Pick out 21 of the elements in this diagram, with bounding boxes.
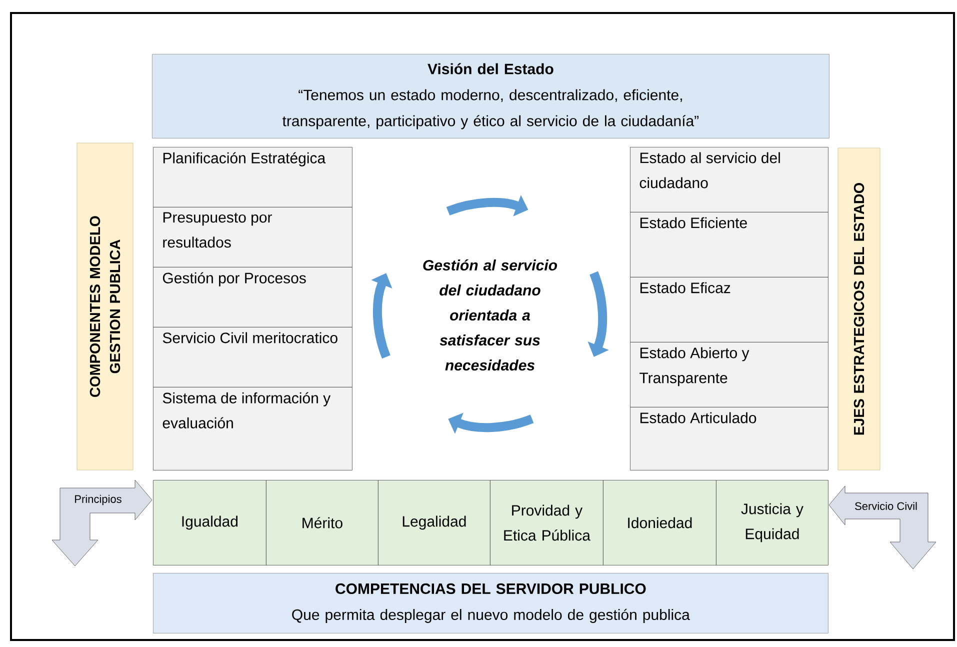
competencies-box: COMPETENCIAS DEL SERVIDOR PUBLICO Que permita desplegar el nuevo modelo de gestión publica [153, 573, 828, 634]
principle-cell: Idoniedad [603, 480, 716, 566]
text-box: Presupuesto por resultados [153, 207, 352, 268]
vertical-label-box: EJES ESTRATEGICOS DEL ESTADO [838, 148, 880, 470]
text-box: Gestión por Procesos [153, 267, 352, 328]
text-box: Estado al servicio del ciudadano [630, 147, 828, 212]
principle-cell: Igualdad [153, 480, 266, 566]
principle-cell: Justicia y Equidad [716, 480, 828, 566]
principle-cell: Providad y Etica Pública [490, 480, 604, 566]
text-box: Sistema de información y evaluación [153, 387, 352, 470]
text-box: Estado Articulado [630, 407, 828, 470]
principle-cell: Mérito [266, 480, 378, 566]
center-text: Gestión al servicio del ciudadano orientada a satisfacer sus necesidades [423, 259, 558, 371]
text-box: Estado Eficaz [630, 277, 828, 342]
principle-cell: Legalidad [378, 480, 490, 566]
text-box: Planificación Estratégica [153, 147, 352, 208]
text-box: Estado Abierto y Transparente [630, 342, 828, 408]
text-box: Servicio Civil meritocratico [153, 327, 352, 388]
vertical-label-box: COMPONENTES MODELO GESTION PUBLICA [76, 142, 134, 470]
vision-box: Visión del Estado “Tenemos un estado moderno, descentralizado, eficiente, transparente, participativo y ético al servicio de la ciudadanía” [152, 54, 830, 138]
text-box: Estado Eficiente [630, 212, 828, 278]
